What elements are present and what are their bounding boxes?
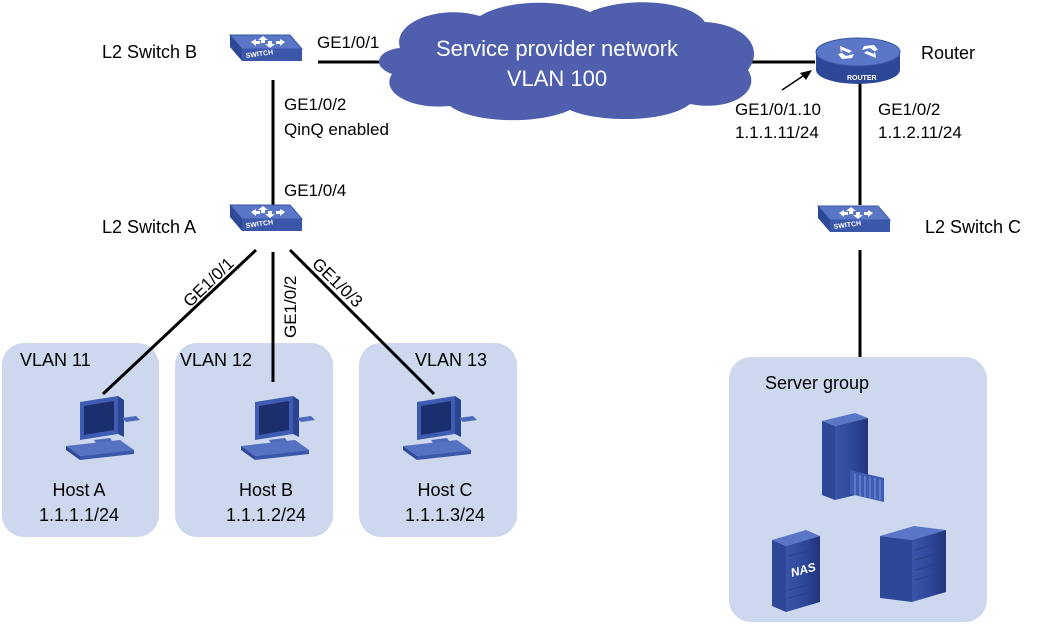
host-c-name: Host C <box>417 480 472 500</box>
host-a-name: Host A <box>52 480 105 500</box>
server-group-title: Server group <box>765 373 869 393</box>
server-icon[interactable] <box>822 413 884 502</box>
switch-a-icon[interactable]: SWITCH <box>229 204 303 232</box>
router-icon[interactable]: ROUTER <box>815 37 901 84</box>
vlan12-group <box>175 343 333 537</box>
link-switcha-hosta <box>101 248 258 396</box>
switch-b-badge: SWITCH <box>245 49 273 60</box>
nas-icon[interactable]: NAS <box>772 530 820 612</box>
host-c-vlan: VLAN 13 <box>415 350 487 370</box>
link-switcha-hostc <box>288 248 436 396</box>
switch-b-icon[interactable]: SWITCH <box>229 34 303 62</box>
host-a-vlan: VLAN 11 <box>20 350 91 370</box>
host-a[interactable]: VLAN 11 Host A 1.1.1.1/24 <box>20 350 140 525</box>
server-icon[interactable] <box>880 526 946 602</box>
router-label: Router <box>921 43 975 63</box>
router-subinterface-arrow <box>781 70 812 91</box>
port-rt-ge102: GE1/0/2 <box>878 100 940 119</box>
switch-c-icon[interactable]: SWITCH <box>817 205 891 233</box>
switch-a-badge: SWITCH <box>245 219 273 230</box>
host-a-ip: 1.1.1.1/24 <box>39 505 119 525</box>
port-sb-ge102: GE1/0/2 <box>284 95 346 114</box>
nas-label: NAS <box>789 560 817 580</box>
cloud-vlan: VLAN 100 <box>507 66 607 91</box>
switch-a-label: L2 Switch A <box>102 217 196 237</box>
links <box>101 60 862 396</box>
port-rt-sub: GE1/0/1.10 <box>735 100 821 119</box>
port-sa-ge103: GE1/0/3 <box>308 254 366 311</box>
host-b[interactable]: VLAN 12 Host B 1.1.1.2/24 <box>180 350 315 525</box>
port-sa-ge102: GE1/0/2 <box>281 276 300 338</box>
host-c[interactable]: VLAN 13 Host C 1.1.1.3/24 <box>403 350 487 525</box>
port-rt-ge102-ip: 1.1.2.11/24 <box>878 123 962 142</box>
cloud-title: Service provider network <box>436 36 679 61</box>
switch-c-label: L2 Switch C <box>925 217 1021 237</box>
port-sa-ge104: GE1/0/4 <box>284 181 346 200</box>
host-b-ip: 1.1.1.2/24 <box>226 505 306 525</box>
host-b-name: Host B <box>239 480 293 500</box>
switch-b-label: L2 Switch B <box>102 42 197 62</box>
port-sb-ge101: GE1/0/1 <box>317 33 379 52</box>
port-sb-qinq: QinQ enabled <box>284 120 389 139</box>
router-badge: ROUTER <box>847 75 877 82</box>
host-c-ip: 1.1.1.3/24 <box>405 505 485 525</box>
port-rt-sub-ip: 1.1.1.11/24 <box>735 123 819 142</box>
host-b-vlan: VLAN 12 <box>180 350 252 370</box>
vlan11-group <box>2 343 159 537</box>
switch-c-badge: SWITCH <box>833 220 861 231</box>
port-sa-ge101: GE1/0/1 <box>180 254 238 311</box>
service-provider-cloud: Service provider network VLAN 100 <box>378 2 755 121</box>
